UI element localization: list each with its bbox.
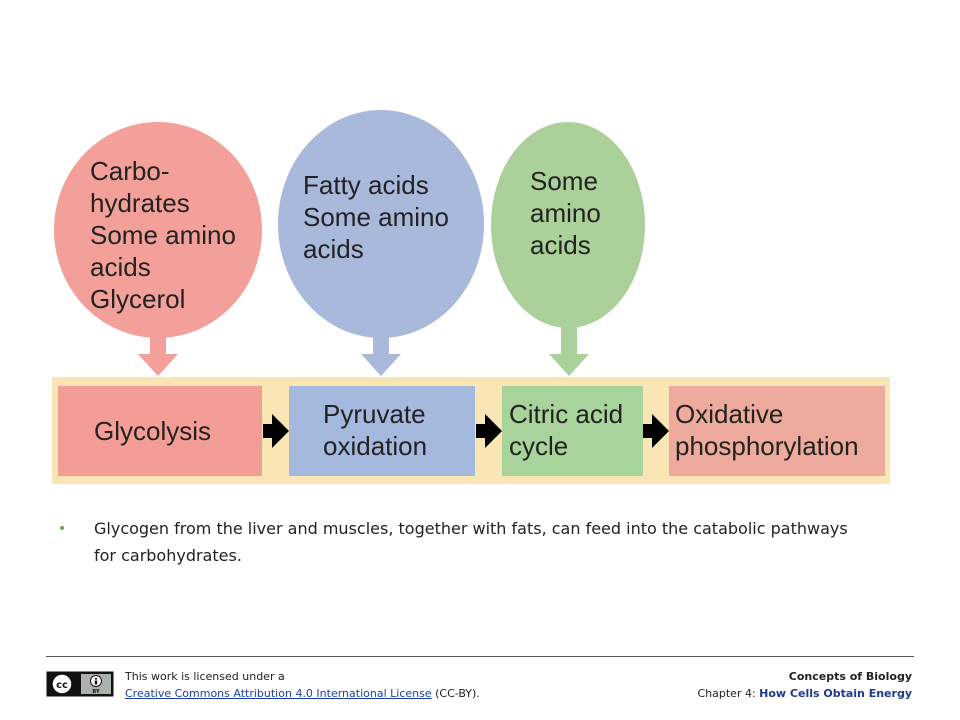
down-arrow-fatty-acids [361, 336, 401, 376]
right-arrow-2 [476, 414, 502, 448]
stage-label-glycolysis: Glycolysis [94, 416, 211, 446]
right-arrow-1 [263, 414, 289, 448]
source-oval-carbohydrates [54, 122, 262, 338]
source-label-line: Glycerol [90, 284, 185, 314]
right-arrow-3 [643, 414, 669, 448]
stage-label-line: Glycolysis [94, 416, 211, 446]
chapter-label: Chapter 4: [697, 687, 760, 700]
source-label-line: Carbo- [90, 156, 169, 186]
bullet-text: Glycogen from the liver and muscles, tog… [94, 519, 848, 565]
footer-divider [46, 656, 914, 657]
stage-label-line: Citric acid [509, 399, 623, 429]
down-arrow-amino-acids [549, 326, 589, 376]
stage-box-glycolysis [58, 386, 262, 476]
stage-label-line: cycle [509, 431, 568, 461]
source-oval-fatty-acids [278, 110, 484, 338]
source-label-line: acids [530, 230, 591, 260]
stage-label-line: phosphorylation [675, 431, 859, 461]
course-title: Concepts of Biology [788, 670, 912, 683]
source-oval-amino-acids [491, 122, 645, 328]
source-label-line: hydrates [90, 188, 190, 218]
license-notice: This work is licensed under a Creative C… [125, 668, 480, 702]
stage-glycolysis: Glycolysis [58, 386, 262, 476]
source-label-line: Some [530, 166, 598, 196]
course-credits: Concepts of Biology Chapter 4: How Cells… [697, 668, 912, 702]
stage-label-line: Oxidative [675, 399, 783, 429]
stage-box-oxidative-phosphorylation [669, 386, 885, 476]
license-line: Creative Commons Attribution 4.0 Interna… [125, 685, 480, 702]
source-label-line: acids [303, 234, 364, 264]
source-label-line: amino [530, 198, 601, 228]
cc-letters: cc [56, 680, 68, 691]
down-arrow-carbohydrates [138, 336, 178, 376]
bullet-point: • Glycogen from the liver and muscles, t… [58, 515, 848, 569]
license-link[interactable]: Creative Commons Attribution 4.0 Interna… [125, 687, 432, 700]
license-suffix: (CC-BY). [431, 687, 480, 700]
stage-label-line: Pyruvate [323, 399, 426, 429]
cc-by-license-icon[interactable]: cc BY [46, 671, 114, 697]
source-label-line: Some amino [90, 220, 236, 250]
bullet-marker: • [58, 521, 67, 537]
chapter-title: How Cells Obtain Energy [759, 687, 912, 700]
by-letters: BY [92, 689, 100, 695]
source-label-line: Fatty acids [303, 170, 429, 200]
chapter-line: Chapter 4: How Cells Obtain Energy [697, 685, 912, 702]
license-prefix: This work is licensed under a [125, 670, 285, 683]
source-label-line: acids [90, 252, 151, 282]
stage-box-citric-acid-cycle [502, 386, 643, 476]
stage-label-line: oxidation [323, 431, 427, 461]
stage-box-pyruvate-oxidation [289, 386, 475, 476]
source-label-line: Some amino [303, 202, 449, 232]
cc-circle-icon [51, 673, 73, 695]
